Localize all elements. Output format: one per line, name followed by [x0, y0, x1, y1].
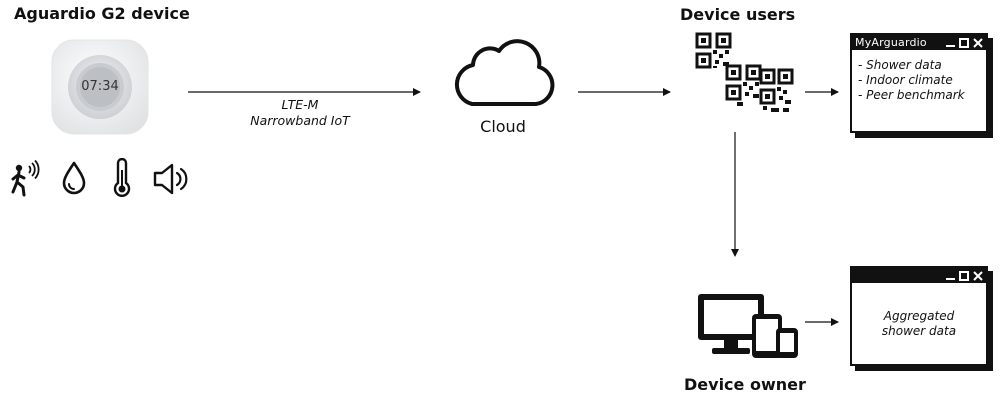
maximize-icon[interactable]: [959, 270, 969, 281]
link-protocol-line1: LTE-M: [281, 97, 319, 112]
device-clock: 07:34: [81, 79, 119, 94]
owner-app-line2: shower data: [881, 324, 957, 338]
user-app-titlebar: MyArguardio: [852, 35, 986, 50]
maximize-icon[interactable]: [959, 37, 969, 48]
owner-title: Device owner: [684, 375, 806, 394]
device-image: [48, 38, 152, 138]
device-title: Aguardio G2 device: [14, 4, 190, 23]
water-drop-icon: [60, 160, 88, 196]
close-icon[interactable]: [973, 37, 983, 48]
minimize-icon[interactable]: [946, 38, 955, 47]
owner-app-line1: Aggregated: [883, 309, 955, 323]
link-protocol-line2: Narrowband IoT: [250, 113, 350, 128]
user-app-item-shower: - Shower data: [858, 58, 942, 72]
close-icon[interactable]: [973, 270, 983, 281]
devices-icon: [696, 292, 800, 360]
owner-app-window: Aggregated shower data: [850, 266, 988, 366]
qr-code-icon: [695, 32, 795, 116]
user-app-window: MyArguardio - Shower data - Indoor clima…: [850, 33, 988, 133]
minimize-icon[interactable]: [946, 271, 955, 280]
owner-app-content: Aggregated shower data: [852, 283, 986, 347]
user-app-content: - Shower data - Indoor climate - Peer be…: [852, 50, 986, 111]
user-app-title: MyArguardio: [855, 36, 927, 49]
user-app-item-climate: - Indoor climate: [858, 73, 953, 87]
owner-app-titlebar: [852, 268, 986, 283]
motion-sensor-icon: [10, 160, 44, 198]
user-app-item-benchmark: - Peer benchmark: [858, 88, 965, 102]
thermometer-icon: [110, 158, 134, 198]
cloud-icon: [448, 36, 560, 110]
users-title: Device users: [680, 5, 796, 24]
cloud-label: Cloud: [480, 117, 526, 136]
speaker-icon: [152, 162, 192, 196]
